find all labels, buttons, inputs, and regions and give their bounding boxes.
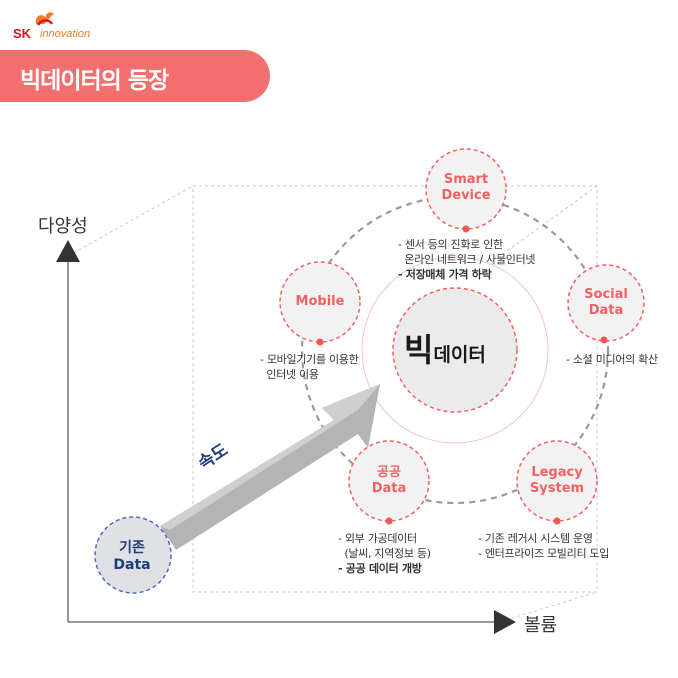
desc-line: - 외부 가공데이터 xyxy=(338,532,417,545)
old-data-line2: Data xyxy=(113,557,151,573)
butterfly-icon xyxy=(35,12,54,26)
node-legacy-title: Legacy System xyxy=(512,465,602,497)
node-mobile-circle xyxy=(279,261,361,343)
desc-line: (날씨, 지역정보 등) xyxy=(338,547,431,560)
axes xyxy=(56,240,516,634)
desc-line: 온라인 네트워크 / 사물인터넷 xyxy=(398,253,536,266)
page-title: 빅데이터의 등장 xyxy=(20,68,169,94)
x-axis-label: 볼륨 xyxy=(524,615,558,636)
node-social-desc: - 소셜 미디어의 확산 xyxy=(566,352,658,367)
old-data-line1: 기존 xyxy=(119,540,145,556)
old-data-circle xyxy=(94,516,172,594)
center-circle xyxy=(392,287,518,413)
node-public-circle xyxy=(348,440,430,522)
desc-line: - 공공 데이터 개방 xyxy=(338,562,422,575)
center-label: 빅데이터 xyxy=(404,325,486,371)
logo-sub: innovation xyxy=(40,28,91,40)
node-legacy-line2: System xyxy=(529,481,585,496)
desc-line: - 기존 레거시 시스템 운영 xyxy=(478,532,593,545)
desc-line: - 모바일기기를 이용한 xyxy=(260,353,359,366)
node-public-line2: Data xyxy=(371,481,407,496)
center-label-small: 데이터 xyxy=(433,344,486,366)
node-public-line1: 공공 xyxy=(377,465,401,480)
desc-line: - 저장매체 가격 하락 xyxy=(398,268,492,281)
node-smart-line2: Device xyxy=(441,188,491,203)
title-banner: 빅데이터의 등장 xyxy=(0,50,270,102)
node-public-desc: - 외부 가공데이터 (날씨, 지역정보 등) - 공공 데이터 개방 xyxy=(338,531,431,576)
node-legacy-desc: - 기존 레거시 시스템 운영 - 엔터프라이즈 모빌리티 도입 xyxy=(478,531,609,561)
desc-line: - 소셜 미디어의 확산 xyxy=(566,353,658,366)
node-social-line2: Data xyxy=(588,303,624,318)
node-legacy-circle xyxy=(516,440,598,522)
node-mobile-line1: Mobile xyxy=(295,294,345,309)
center-label-big: 빅 xyxy=(404,331,434,369)
desc-line: - 엔터프라이즈 모빌리티 도입 xyxy=(478,547,610,560)
volume-cube xyxy=(67,185,598,623)
node-smart-circle xyxy=(425,148,507,230)
sk-innovation-logo: SK innovation xyxy=(8,8,118,41)
node-mobile-desc: - 모바일기기를 이용한 인터넷 이용 xyxy=(260,352,359,382)
node-mobile-title: Mobile xyxy=(275,294,365,310)
speed-arrow xyxy=(160,384,380,550)
node-bullets xyxy=(316,225,608,525)
node-smart-line1: Smart xyxy=(443,172,489,187)
desc-line: - 센서 등의 진화로 인한 xyxy=(398,238,503,251)
old-data-label: 기존 Data xyxy=(92,540,172,574)
node-smart-title: Smart Device xyxy=(421,172,511,204)
node-public-title: 공공 Data xyxy=(344,465,434,497)
desc-line: 인터넷 이용 xyxy=(260,368,319,381)
node-circles xyxy=(279,148,645,522)
logo-brand: SK xyxy=(13,26,32,41)
node-social-title: Social Data xyxy=(561,287,651,319)
node-smart-desc: - 센서 등의 진화로 인한 온라인 네트워크 / 사물인터넷 - 저장매체 가… xyxy=(398,237,536,282)
node-legacy-line1: Legacy xyxy=(531,465,583,480)
x-axis-arrowhead xyxy=(494,610,516,634)
y-axis-label: 다양성 xyxy=(38,216,88,237)
node-social-line1: Social xyxy=(584,287,628,302)
y-axis-arrowhead xyxy=(56,240,80,262)
